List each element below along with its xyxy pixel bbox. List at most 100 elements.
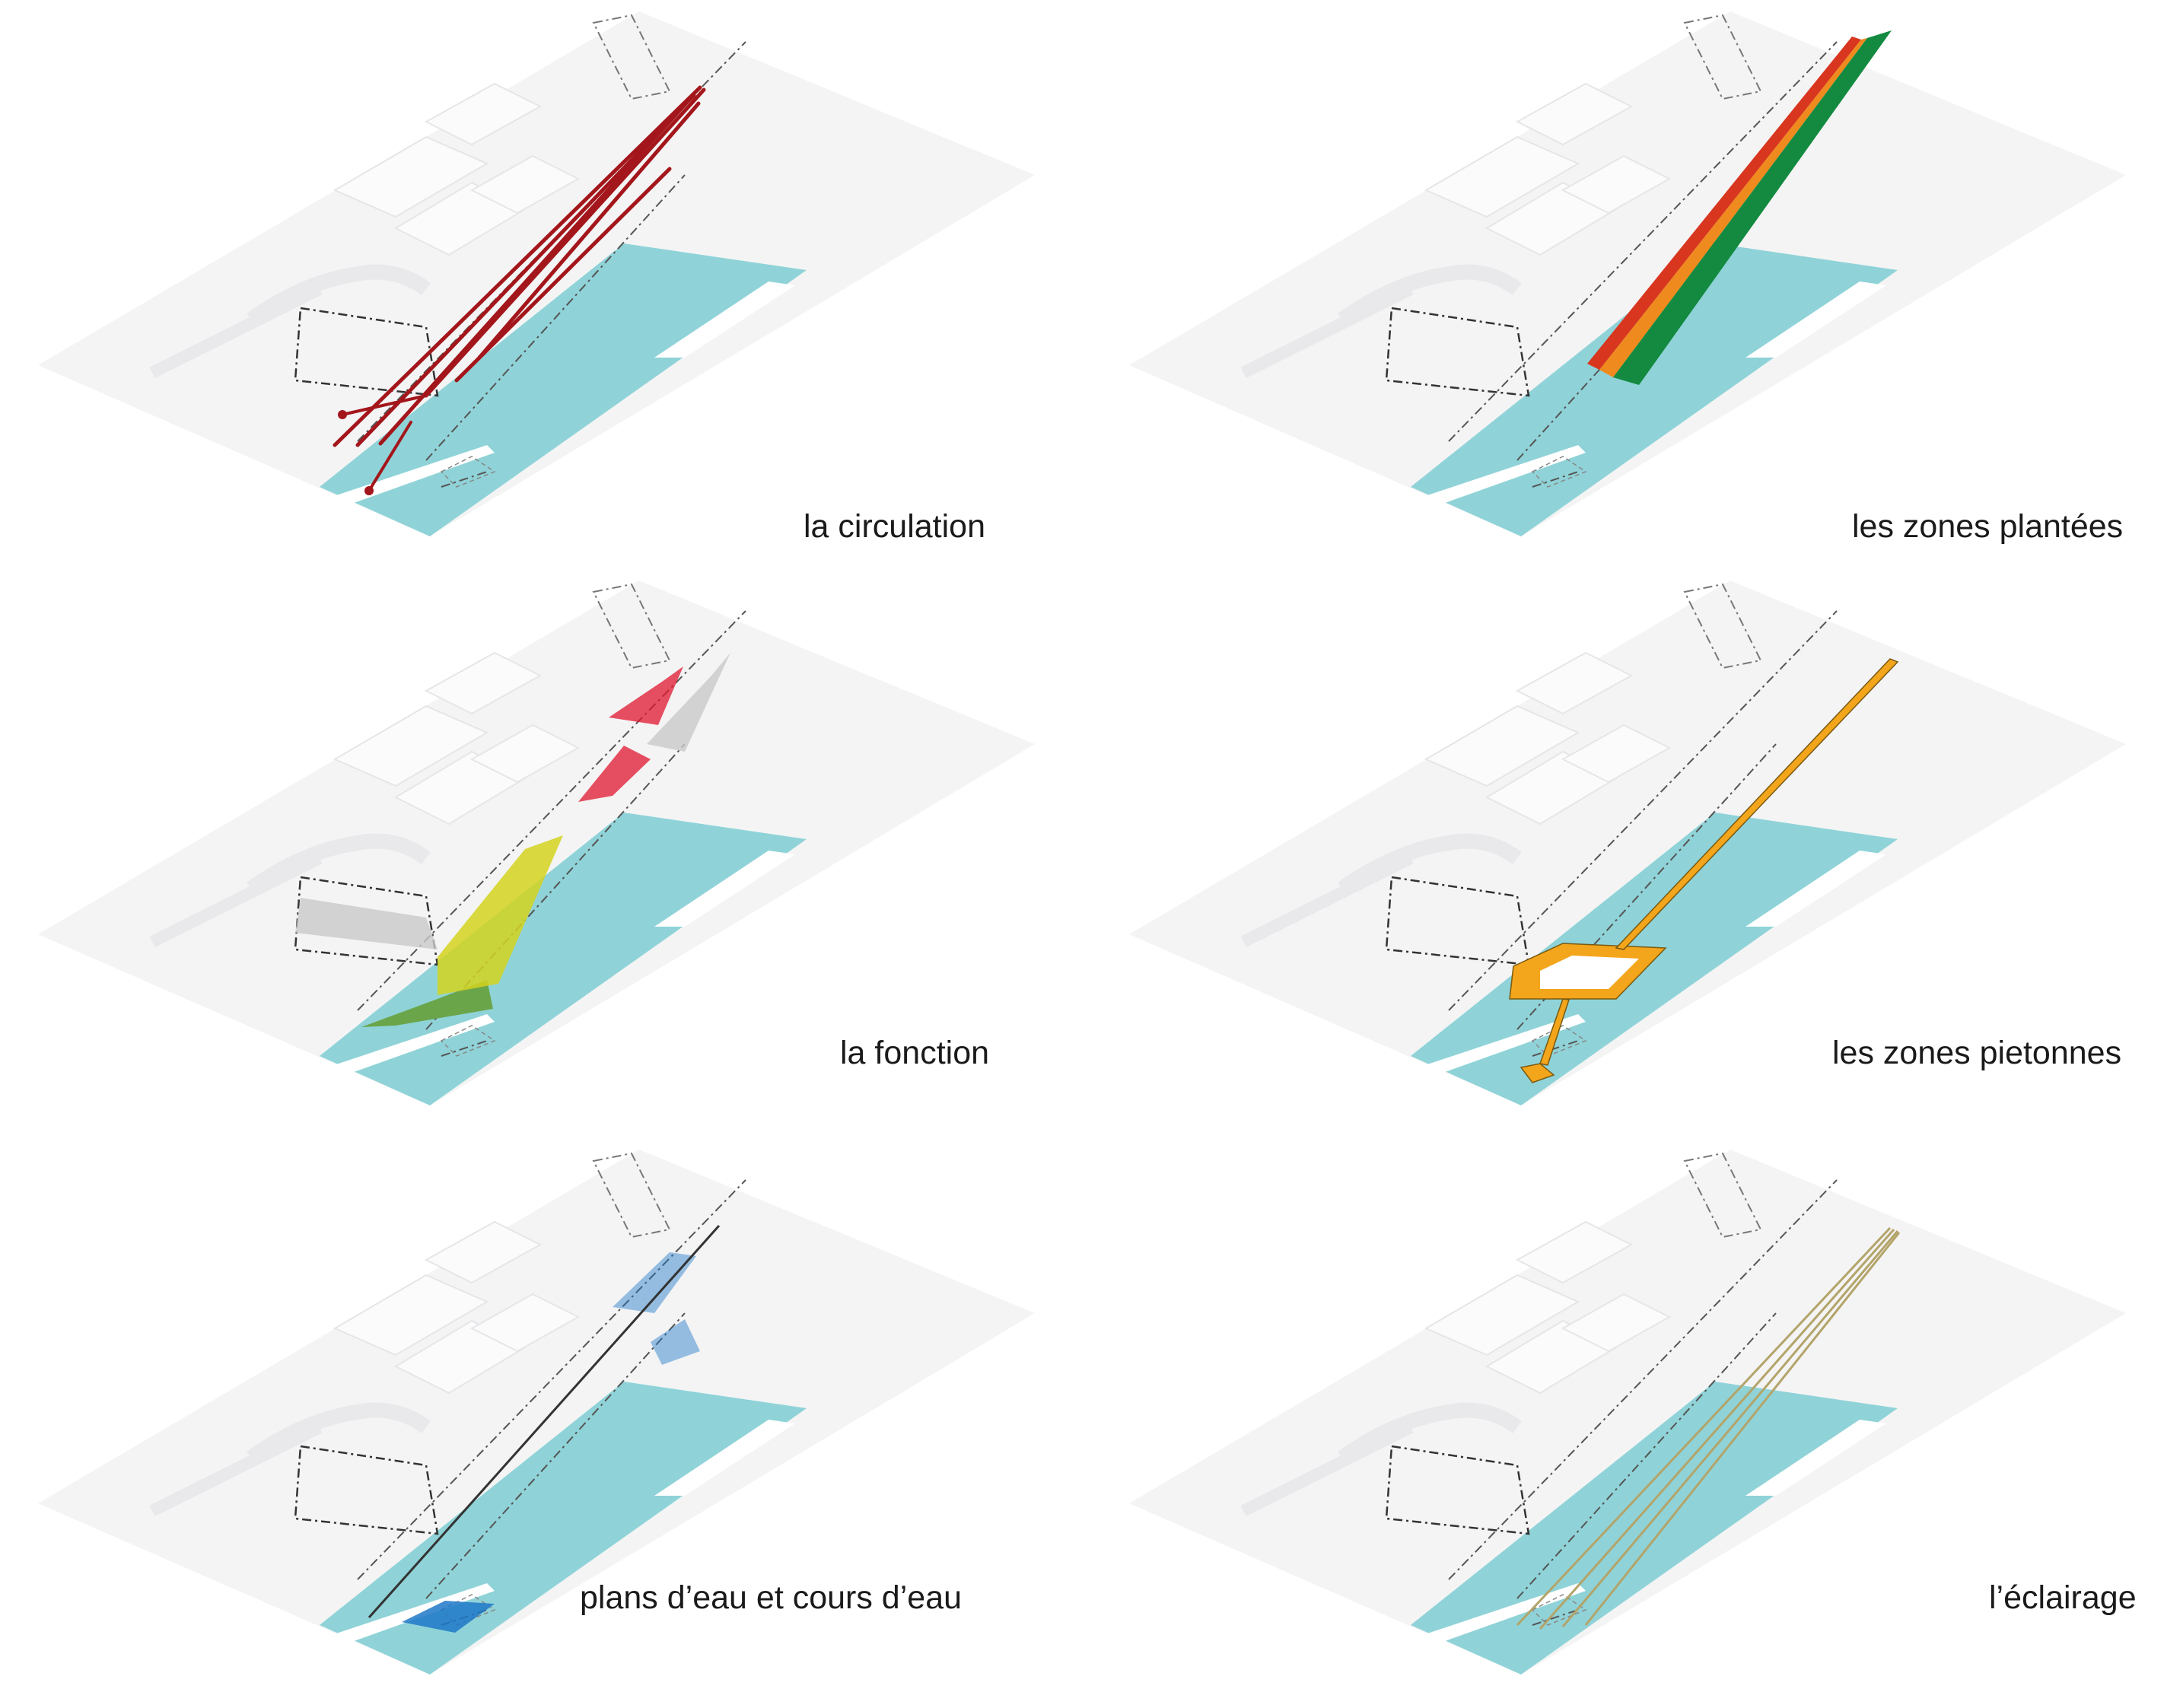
- road-arc: [247, 264, 431, 326]
- road-west: [1240, 283, 1414, 379]
- road-arc: [1338, 833, 1522, 895]
- circulation-line-6: [477, 101, 701, 360]
- circulation-branch-west: [341, 394, 428, 416]
- circulation-line-1: [333, 85, 702, 447]
- panel-water: plans d’eau et cours d’eau: [0, 1138, 1091, 1707]
- water-pier-2: [1822, 1458, 1905, 1511]
- arrow-icon: [338, 410, 374, 495]
- circulation-branch-south: [368, 421, 412, 492]
- ground-plane: [1129, 1150, 2126, 1675]
- planted-strips: [1587, 30, 1892, 385]
- water-quay: [1418, 1014, 1586, 1079]
- boundary-south: [1531, 1594, 1587, 1626]
- caption-circulation: la circulation: [804, 508, 985, 545]
- building-block-4: [469, 724, 581, 784]
- water-pier-2: [1822, 889, 1905, 942]
- building-block-3: [424, 651, 543, 715]
- ground-plane: [1129, 11, 2126, 536]
- water-bodies: [368, 1225, 721, 1633]
- function-zone-green: [361, 980, 493, 1027]
- building-block-3: [424, 82, 543, 146]
- panel-function: la fonction: [0, 569, 1091, 1138]
- diagram-planted: [1129, 11, 2126, 536]
- planted-strip-orange: [1599, 38, 1867, 377]
- road-arc: [1338, 264, 1522, 326]
- building-block-4: [1561, 154, 1672, 215]
- boundary-north: [592, 1152, 671, 1239]
- water-pier-2: [1822, 320, 1905, 373]
- water-pier-1: [1745, 281, 1886, 358]
- function-zone-yellow: [438, 835, 563, 995]
- lighting-line-3: [1561, 1230, 1899, 1627]
- circulation-lines: [333, 85, 706, 492]
- pedestrian-path-main: [1615, 658, 1899, 950]
- boundary-north: [592, 14, 671, 100]
- boundary-north: [1683, 583, 1762, 670]
- lighting-line-4: [1584, 1232, 1901, 1626]
- boundary-west: [294, 307, 439, 397]
- building-block-1: [1424, 135, 1580, 218]
- site-base: [1129, 1150, 2126, 1675]
- water-quay: [327, 1014, 495, 1079]
- building-block-1: [333, 1274, 489, 1357]
- site-base: [1129, 580, 2126, 1105]
- ground-plane: [38, 580, 1035, 1105]
- road-arc: [247, 833, 431, 895]
- boundary-west: [294, 1445, 439, 1535]
- water-channel: [368, 1225, 721, 1618]
- building-block-4: [1561, 724, 1672, 784]
- building-block-4: [469, 154, 581, 215]
- water-quay: [327, 1583, 495, 1648]
- diagram-circulation: [38, 11, 1035, 536]
- building-block-1: [1424, 705, 1580, 787]
- pedestrian-path-link: [1539, 998, 1570, 1066]
- diagram-water: [38, 1150, 1035, 1675]
- water-pier-2: [730, 889, 814, 942]
- site-base: [38, 580, 1035, 1105]
- function-zone-red-mid: [578, 746, 651, 802]
- diagram-lighting: [1129, 1150, 2126, 1675]
- water-fountain-north: [613, 1252, 696, 1313]
- water-fountain-mid: [651, 1319, 700, 1365]
- building-block-3: [1515, 82, 1634, 146]
- water-pier-1: [1745, 851, 1886, 927]
- ground-plane: [1129, 580, 2126, 1105]
- road-west: [1240, 1421, 1414, 1517]
- function-zone-gray-north: [647, 653, 730, 752]
- boundary-south: [1531, 1025, 1587, 1057]
- function-zones: [295, 653, 730, 1027]
- building-block-3: [424, 1220, 543, 1284]
- boundary-site: [1448, 1179, 1838, 1626]
- water-pool-south: [402, 1601, 495, 1633]
- site-base: [38, 1150, 1035, 1675]
- water-quay: [1418, 445, 1586, 510]
- circulation-line-3: [378, 98, 691, 446]
- caption-lighting: l’éclairage: [1989, 1579, 2137, 1616]
- pedestrian-strip-south: [1520, 1063, 1555, 1083]
- diagram-function: [38, 580, 1035, 1105]
- lighting-line-1: [1516, 1226, 1892, 1627]
- building-block-3: [1515, 1220, 1634, 1284]
- lighting-line-2: [1539, 1229, 1895, 1630]
- water-quay: [1418, 1583, 1586, 1648]
- planted-strip-red: [1587, 37, 1861, 370]
- site-base: [1129, 11, 2126, 536]
- caption-function: la fonction: [840, 1035, 990, 1071]
- boundary-south: [440, 456, 496, 488]
- water-pier-1: [654, 851, 795, 927]
- function-zone-gray-west: [295, 898, 438, 949]
- boundary-south: [440, 1025, 496, 1057]
- panel-planted: les zones plantées: [1091, 0, 2182, 569]
- panel-lighting: l’éclairage: [1091, 1138, 2182, 1707]
- caption-water: plans d’eau et cours d’eau: [580, 1579, 963, 1616]
- caption-pedestrian: les zones pietonnes: [1832, 1035, 2122, 1071]
- building-block-4: [469, 1293, 581, 1353]
- panel-circulation: la circulation: [0, 0, 1091, 569]
- function-zone-red-north: [609, 666, 683, 725]
- building-block-1: [333, 135, 489, 218]
- building-block-1: [333, 705, 489, 787]
- road-arc: [247, 1402, 431, 1465]
- diagram-pedestrian: [1129, 580, 2126, 1105]
- caption-planted: les zones plantées: [1852, 508, 2124, 545]
- road-west: [149, 283, 323, 379]
